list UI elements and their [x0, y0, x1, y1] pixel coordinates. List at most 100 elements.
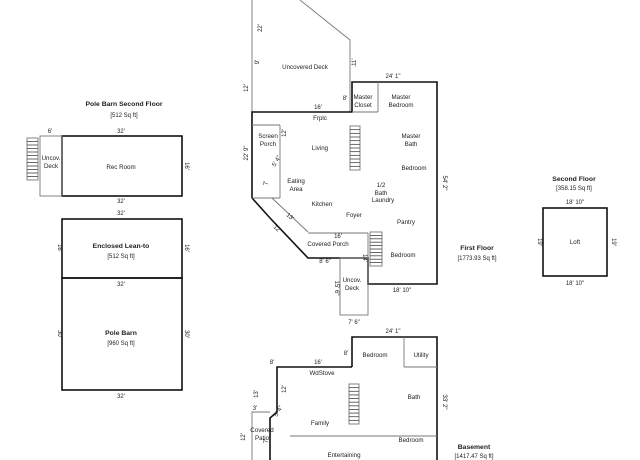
first-floor-plan: Uncovered Deck Master Closet Master Bedr… [244, 0, 497, 326]
room-label-master-bedroom-2: Bedroom [388, 102, 413, 109]
room-label-living: Living [312, 145, 329, 152]
dimension-label: 5' 4" [272, 155, 283, 168]
pole-barn-second-floor-plan: Pole Barn Second Floor [512 Sq ft] Uncov… [26, 101, 189, 205]
dimension-label: 32' [117, 211, 125, 217]
room-label-uncov-deck-2: Deck [44, 163, 59, 170]
basement-exterior-wall [351, 336, 438, 460]
dimension-label: 6' [48, 129, 52, 135]
dimension-label: 12' [282, 385, 288, 393]
pole-barn-title: Pole Barn [105, 330, 137, 337]
dimension-label: 24' 1" [386, 329, 401, 335]
dimension-label: 32' [117, 394, 125, 400]
dimension-label: 16' [334, 234, 342, 240]
dimension-label: 32' [117, 199, 125, 205]
room-label-covered-patio-1: Covered [250, 427, 274, 434]
dimension-label: 19' [610, 238, 616, 246]
dimension-label: 7' [264, 181, 270, 185]
lean-to-title: Enclosed Lean-to [93, 243, 150, 250]
dimension-label: 24' 1" [386, 74, 401, 80]
room-label-master-bath-1: Master [402, 133, 421, 140]
dimension-label: 5' 4" [274, 405, 285, 418]
first-floor-title: First Floor [460, 245, 494, 252]
deck-edge [251, 84, 342, 113]
pole-barn-second-floor-area: [512 Sq ft] [110, 113, 138, 119]
dimension-label: 12' [244, 84, 250, 92]
dimension-label: 54' 2" [441, 176, 447, 191]
room-label-screen-porch-2: Porch [260, 141, 277, 148]
room-label-master-bath-2: Bath [405, 141, 418, 148]
dimension-label: 8' [343, 96, 347, 102]
dimension-label: 8' [270, 360, 274, 366]
pole-barn-plan: 32' Enclosed Lean-to [512 Sq ft] 16' 16'… [56, 211, 189, 400]
pole-barn-outline [61, 277, 183, 391]
room-label-covered-porch: Covered Porch [307, 241, 349, 248]
stairs-icon [349, 125, 361, 171]
dimension-label: 14' [361, 254, 367, 262]
dimension-label: 16' [314, 360, 322, 366]
first-floor-area: [1773.93 Sq ft] [457, 256, 496, 262]
loft-outline [542, 207, 608, 277]
pole-barn-area: [960 Sq ft] [107, 341, 135, 347]
room-label-utility: Utility [413, 352, 429, 359]
room-label-uncov-deck-1: Uncov. [42, 155, 61, 162]
stairs-icon [348, 383, 360, 425]
uncovered-deck-outline [339, 257, 369, 316]
room-label-wdstove: WdStove [309, 370, 335, 377]
dimension-label: 16' [183, 244, 189, 252]
dimension-label: 3' [253, 406, 257, 412]
dimension-label: 12' [282, 129, 288, 137]
dimension-label: 33' 2" [441, 395, 447, 410]
dimension-label: 8' [344, 351, 348, 357]
basement-plan: Bedroom Utility WdStove Covered Patio Fa… [241, 329, 494, 460]
room-label-eating-area-1: Eating [287, 178, 305, 185]
room-label-kitchen: Kitchen [312, 201, 333, 208]
stairs-icon [369, 231, 383, 267]
dimension-label: 22' [258, 24, 264, 32]
room-label-foyer: Foyer [346, 212, 362, 219]
room-label-master-closet-2: Closet [354, 102, 372, 109]
dimension-label: 18' 10" [566, 281, 584, 287]
dimension-label: .11' [352, 58, 358, 67]
room-label-master-closet-1: Master [354, 94, 373, 101]
room-label-half-bath-3: Laundry [372, 197, 395, 204]
dimension-label: 13' [285, 212, 295, 222]
pole-barn-second-floor-title: Pole Barn Second Floor [85, 101, 162, 108]
room-label-entertaining: Entertaining [327, 452, 361, 459]
dimension-label: 12' [241, 433, 247, 441]
basement-title: Basement [458, 444, 491, 451]
uncovered-deck-outline [39, 135, 63, 197]
deck-edge [299, 0, 351, 112]
room-label-master-bedroom-1: Master [392, 94, 411, 101]
dimension-label: 8' 6" [319, 259, 331, 265]
covered-patio-outline [251, 411, 270, 460]
dimension-label: 15' 6" [333, 281, 339, 296]
room-label-bedroom: Bedroom [398, 437, 423, 444]
dimension-label: 16' [56, 244, 62, 252]
room-label-uncov-deck-2: Deck [345, 285, 360, 292]
room-label-screen-porch-1: Screen [258, 133, 278, 140]
dimension-label: 30' [183, 330, 189, 338]
room-label-loft: Loft [570, 239, 581, 246]
dimension-label: 30' [56, 330, 62, 338]
room-label-frplc: Frplc [313, 115, 327, 122]
room-label-eating-area-2: Area [289, 186, 303, 193]
room-label-bedroom: Bedroom [362, 352, 387, 359]
dimension-label: 18' 10" [393, 288, 411, 294]
room-label-uncov-deck-1: Uncov. [343, 277, 362, 284]
room-label-half-bath-2: Bath [375, 190, 388, 197]
second-floor-plan: Second Floor [358.15 Sq ft] 18' 10" Loft… [536, 176, 616, 287]
basement-area: [1417.47 Sq ft] [454, 454, 493, 460]
dimension-label: 13' [254, 390, 260, 398]
dimension-label: 18' 10" [566, 200, 584, 206]
room-label-bath: Bath [408, 394, 421, 401]
room-label-uncovered-deck: Uncovered Deck [282, 64, 329, 71]
lean-to-area: [512 Sq ft] [107, 254, 135, 260]
dimension-label: 7' [264, 439, 270, 443]
dimension-label: 19' [536, 238, 542, 246]
second-floor-title: Second Floor [552, 176, 596, 183]
room-label-bedroom: Bedroom [401, 165, 426, 172]
room-label-covered-patio-2: Patio [255, 435, 270, 442]
dimension-label: 32' [117, 282, 125, 288]
dimension-label: 16' [183, 162, 189, 170]
